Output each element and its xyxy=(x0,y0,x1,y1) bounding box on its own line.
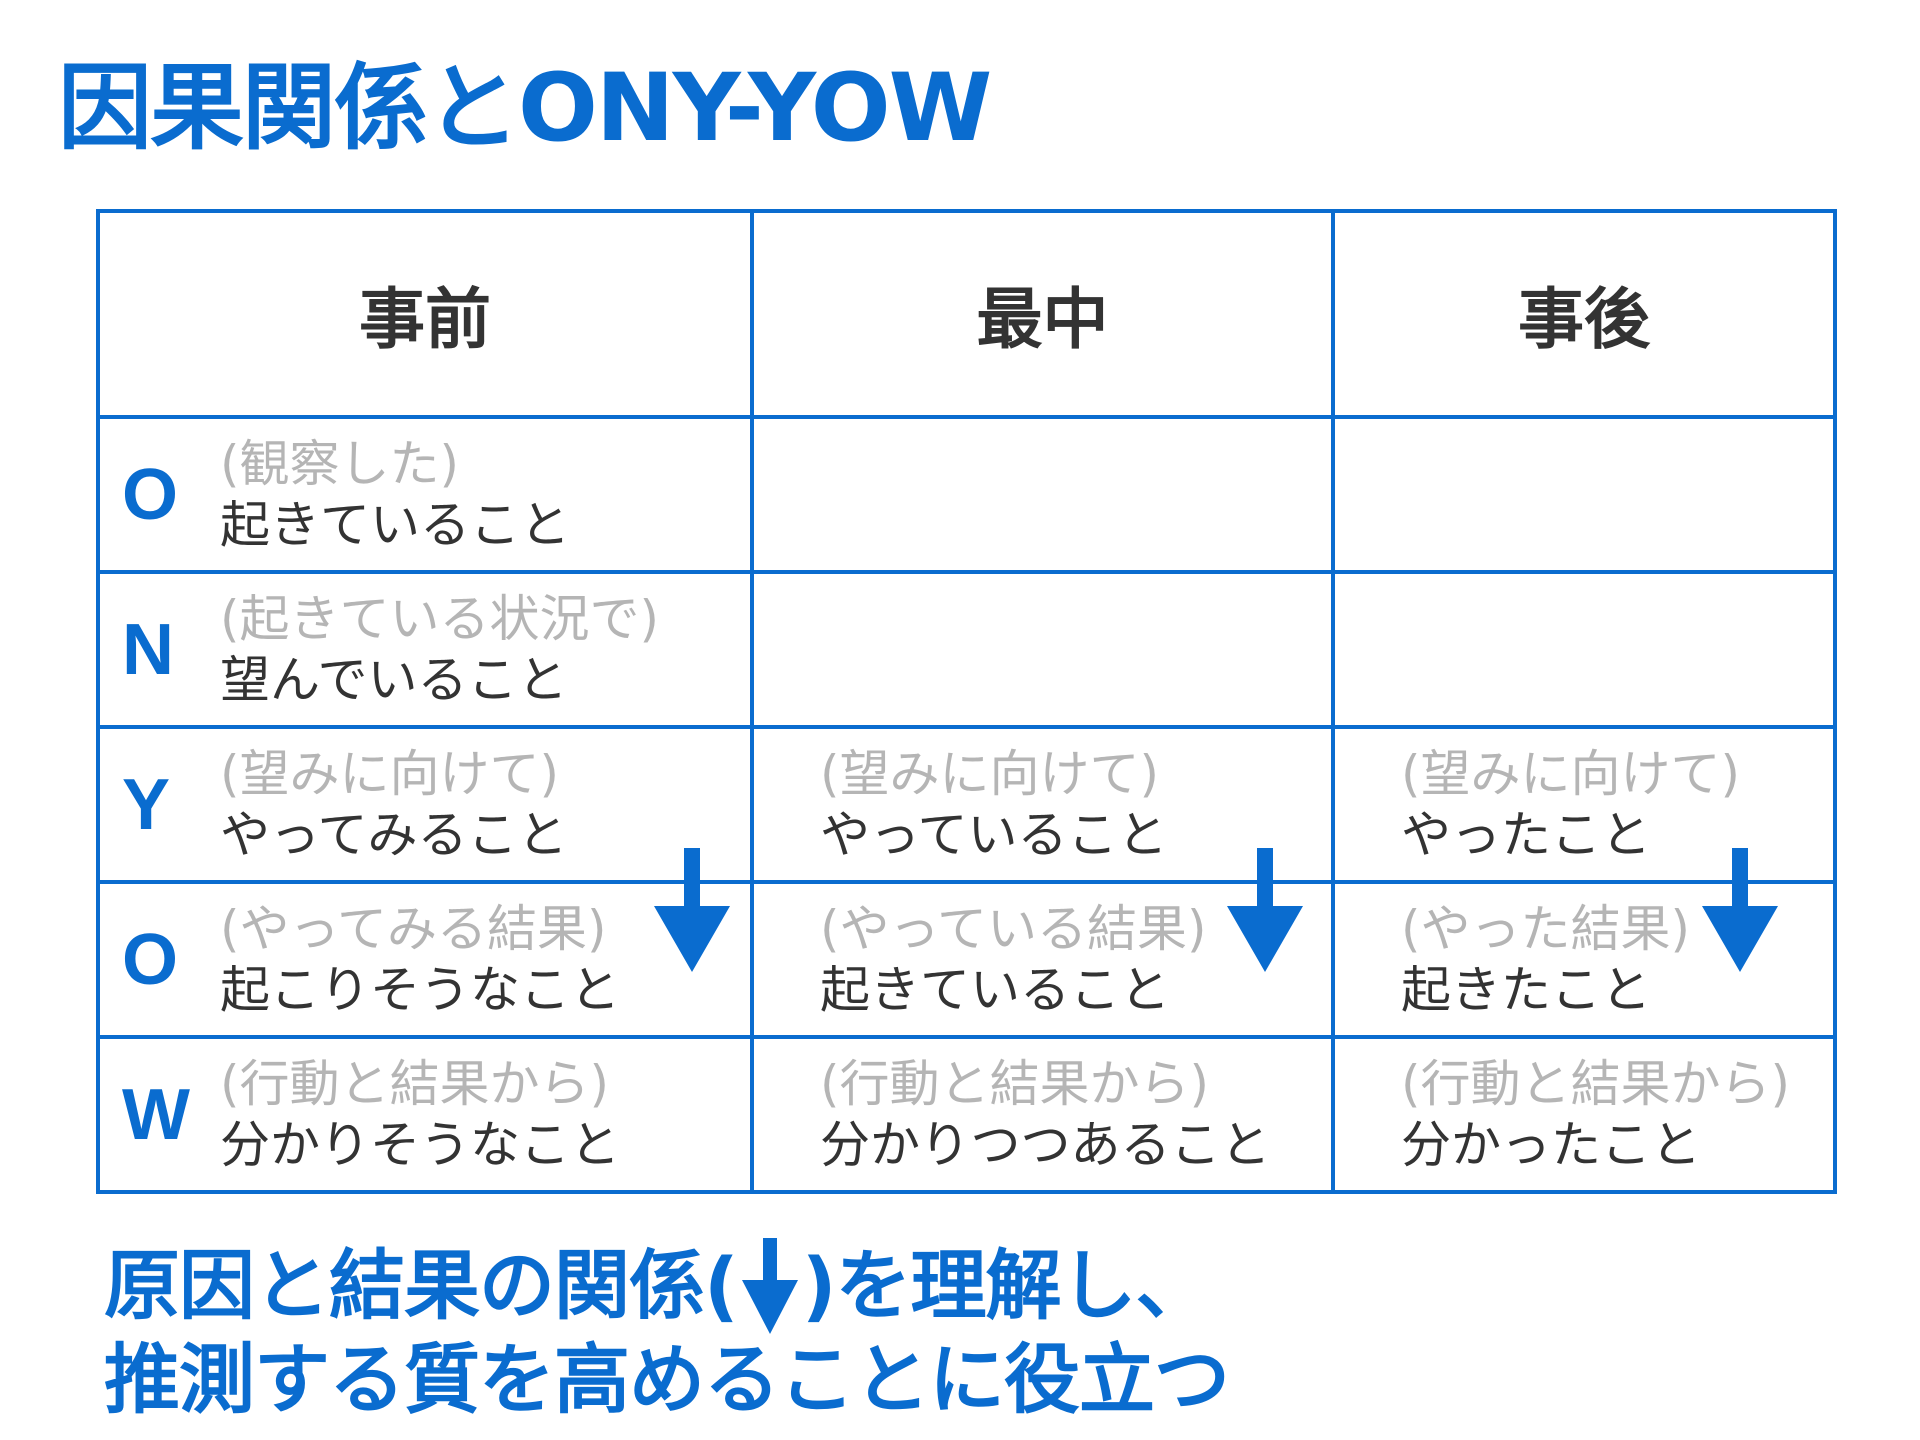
cell-hint: (行動と結果から) xyxy=(220,1054,610,1113)
row-letter: W xyxy=(122,1074,190,1155)
table-cell xyxy=(750,415,1335,574)
cell-main: やったこと xyxy=(1401,805,1651,864)
table-cell: (望みに向けて) やったこと xyxy=(1331,725,1837,884)
table-row: N (起きている状況で) 望んでいること xyxy=(96,570,1837,729)
cell-main: 起きていること xyxy=(220,495,570,554)
row-letter: O xyxy=(122,454,179,535)
down-arrow-icon xyxy=(1227,848,1303,972)
cell-main: 分かりつつあること xyxy=(820,1115,1271,1174)
down-arrow-icon xyxy=(741,1238,798,1334)
cell-hint: (観察した) xyxy=(220,434,460,493)
table-cell: N (起きている状況で) 望んでいること xyxy=(96,570,754,729)
cell-hint: (望みに向けて) xyxy=(220,744,560,803)
cell-main: 分かりそうなこと xyxy=(220,1115,620,1174)
page-title: 因果関係とONY-YOW xyxy=(58,54,992,163)
table-row: O (やってみる結果) 起こりそうなこと (やっている結果) 起きていること (… xyxy=(96,880,1837,1039)
summary-text: 原因と結果の関係( )を理解し、 推測する質を高めることに役立つ xyxy=(104,1238,1230,1427)
table-cell: (望みに向けて) やっていること xyxy=(750,725,1335,884)
table-cell: (行動と結果から) 分かりつつあること xyxy=(750,1035,1335,1194)
summary-line-1: 原因と結果の関係( )を理解し、 xyxy=(104,1238,1229,1334)
header-row: 事前 最中 事後 xyxy=(96,209,1837,419)
cell-hint: (望みに向けて) xyxy=(820,744,1160,803)
cell-hint: (やってみる結果) xyxy=(220,899,607,958)
cell-hint: (行動と結果から) xyxy=(820,1054,1210,1113)
ony-yow-table: 事前 最中 事後 O (観察した) 起きていること N (起きている状況で) 望… xyxy=(96,209,1837,1194)
column-header-during: 最中 xyxy=(750,209,1335,419)
down-arrow-icon xyxy=(1702,848,1778,972)
table-cell: O (観察した) 起きていること xyxy=(96,415,754,574)
table-cell: O (やってみる結果) 起こりそうなこと xyxy=(96,880,754,1039)
cell-main: やっていること xyxy=(820,805,1168,864)
table-row: Y (望みに向けて) やってみること (望みに向けて) やっていること (望みに… xyxy=(96,725,1837,884)
column-header-after: 事後 xyxy=(1331,209,1837,419)
summary-line-2: 推測する質を高めることに役立つ xyxy=(104,1335,1230,1424)
row-letter: N xyxy=(122,609,174,690)
cell-hint: (行動と結果から) xyxy=(1401,1054,1791,1113)
summary-line-1-after: )を理解し、 xyxy=(801,1241,1212,1330)
table-cell xyxy=(1331,570,1837,729)
table-cell: Y (望みに向けて) やってみること xyxy=(96,725,754,884)
cell-hint: (やった結果) xyxy=(1401,899,1691,958)
cell-main: 起こりそうなこと xyxy=(220,960,620,1019)
column-header-before: 事前 xyxy=(96,209,754,419)
cell-main: 分かったこと xyxy=(1401,1115,1701,1174)
cell-hint: (望みに向けて) xyxy=(1401,744,1741,803)
row-letter: O xyxy=(122,919,179,1000)
table-cell xyxy=(750,570,1335,729)
summary-line-1-before: 原因と結果の関係( xyxy=(104,1241,739,1330)
cell-main: 起きていること xyxy=(820,960,1170,1019)
cell-hint: (やっている結果) xyxy=(820,899,1207,958)
cell-main: やってみること xyxy=(220,805,568,864)
down-arrow-icon xyxy=(654,848,730,972)
table-row: W (行動と結果から) 分かりそうなこと (行動と結果から) 分かりつつあること… xyxy=(96,1035,1837,1194)
cell-hint: (起きている状況で) xyxy=(220,589,660,648)
cell-main: 起きたこと xyxy=(1401,960,1651,1019)
table-cell xyxy=(1331,415,1837,574)
cell-main: 望んでいること xyxy=(220,650,568,709)
table-row: O (観察した) 起きていること xyxy=(96,415,1837,574)
table-cell: (行動と結果から) 分かったこと xyxy=(1331,1035,1837,1194)
table-cell: W (行動と結果から) 分かりそうなこと xyxy=(96,1035,754,1194)
row-letter: Y xyxy=(122,764,171,845)
